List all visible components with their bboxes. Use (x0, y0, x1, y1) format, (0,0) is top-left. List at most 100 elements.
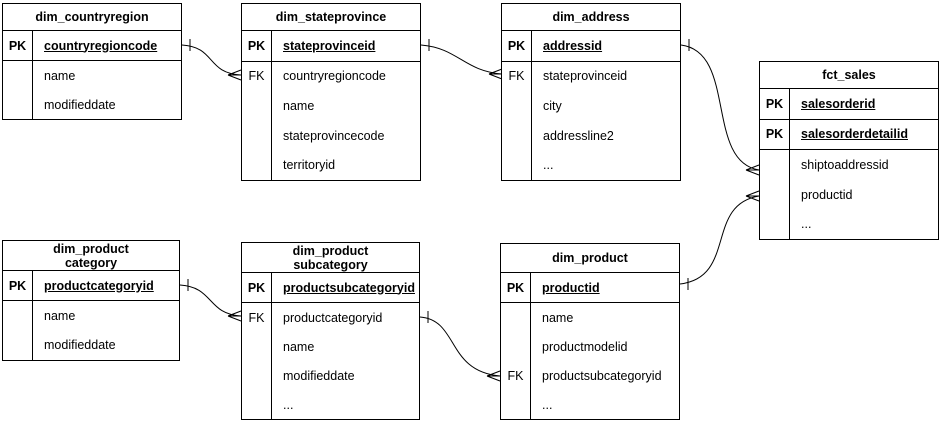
edge-productsubcategory-product[interactable] (419, 311, 501, 382)
table-row: PK productid (501, 273, 679, 303)
field-name: countryregioncode (44, 38, 158, 53)
field-name: modifieddate (44, 338, 116, 353)
key-label: PK (242, 273, 272, 302)
field-name: territoryid (283, 158, 336, 173)
table-row: addressline2 (502, 120, 680, 151)
table-fct-sales[interactable]: fct_sales PK salesorderid PK salesorderd… (759, 61, 939, 240)
key-label (501, 303, 531, 332)
table-row: ... (502, 150, 680, 180)
table-title: fct_sales (760, 62, 938, 89)
table-row: modifieddate (242, 361, 419, 390)
key-label (760, 209, 790, 239)
key-label: PK (760, 89, 790, 119)
field-name: stateprovincecode (283, 128, 385, 143)
key-label: FK (501, 361, 531, 390)
edge-productcategory-productsubcategory[interactable] (179, 279, 242, 322)
field-name: salesorderid (801, 96, 876, 111)
table-title: dim_product subcategory (242, 243, 419, 273)
table-row: territoryid (242, 150, 420, 180)
table-row: name (3, 61, 181, 90)
key-label: PK (3, 271, 33, 301)
field-name: stateprovinceid (543, 69, 628, 84)
edge-product-fctsales[interactable] (679, 190, 760, 290)
field-name: addressline2 (543, 128, 614, 143)
key-label: FK (242, 303, 272, 332)
key-label: PK (502, 31, 532, 61)
table-row: FK productsubcategoryid (501, 361, 679, 390)
key-label: PK (501, 273, 531, 302)
field-name: name (44, 68, 76, 83)
field-name: name (44, 308, 76, 323)
key-label (502, 150, 532, 180)
field-name: productsubcategoryid (283, 280, 415, 295)
edge-stateprovince-address[interactable] (420, 39, 503, 80)
table-dim-stateprovince[interactable]: dim_stateprovince PK stateprovinceid FK … (241, 3, 421, 181)
key-label: FK (502, 61, 532, 92)
field-name: productid (542, 280, 600, 295)
table-title: dim_product (501, 244, 679, 273)
field-name: modifieddate (283, 368, 355, 383)
table-row: FK productcategoryid (242, 303, 419, 332)
table-row: ... (501, 390, 679, 419)
key-label (242, 390, 272, 419)
field-name: ... (543, 158, 554, 173)
key-label (760, 150, 790, 180)
table-row: PK stateprovinceid (242, 31, 420, 62)
table-title: dim_countryregion (3, 4, 181, 31)
table-row: PK addressid (502, 31, 680, 62)
table-row: city (502, 91, 680, 121)
table-row: ... (242, 390, 419, 419)
table-dim-countryregion[interactable]: dim_countryregion PK countryregioncode n… (2, 3, 182, 120)
table-row: modifieddate (3, 330, 179, 360)
field-name: productsubcategoryid (542, 368, 662, 383)
table-row: FK countryregioncode (242, 61, 420, 92)
table-row: PK salesorderdetailid (760, 119, 938, 151)
key-label (242, 120, 272, 151)
table-row: name (242, 332, 419, 361)
table-row: PK productcategoryid (3, 271, 179, 302)
table-row: PK countryregioncode (3, 31, 181, 61)
key-label (242, 91, 272, 121)
field-name: ... (542, 397, 553, 412)
field-name: modifieddate (44, 97, 116, 112)
key-label (502, 91, 532, 121)
table-row: name (3, 301, 179, 331)
field-name: shiptoaddressid (801, 157, 889, 172)
field-name: addressid (543, 38, 603, 53)
table-row: productmodelid (501, 332, 679, 361)
table-dim-address[interactable]: dim_address PK addressid FK stateprovinc… (501, 3, 681, 181)
table-row: ... (760, 209, 938, 239)
field-name: name (283, 339, 315, 354)
edge-countryregion-stateprovince[interactable] (181, 39, 242, 81)
key-label (760, 179, 790, 210)
table-row: shiptoaddressid (760, 150, 938, 180)
key-label (501, 332, 531, 361)
table-row: name (242, 91, 420, 121)
field-name: productid (801, 187, 853, 202)
key-label (3, 330, 33, 360)
table-title: dim_address (502, 4, 680, 31)
key-label (3, 301, 33, 331)
field-name: name (542, 310, 574, 325)
table-dim-product-category[interactable]: dim_product category PK productcategoryi… (2, 240, 180, 361)
key-label (242, 150, 272, 180)
table-dim-product-subcategory[interactable]: dim_product subcategory PK productsubcat… (241, 242, 420, 420)
key-label (3, 61, 33, 90)
table-row: FK stateprovinceid (502, 61, 680, 92)
table-row: productid (760, 179, 938, 210)
field-name: productmodelid (542, 339, 628, 354)
field-name: ... (283, 397, 294, 412)
field-name: productcategoryid (283, 310, 383, 325)
field-name: countryregioncode (283, 69, 386, 84)
key-label (502, 120, 532, 151)
key-label (242, 332, 272, 361)
table-row: PK salesorderid (760, 89, 938, 120)
key-label: PK (760, 119, 790, 150)
table-row: stateprovincecode (242, 120, 420, 151)
field-name: ... (801, 217, 812, 232)
table-dim-product[interactable]: dim_product PK productid name productmod… (500, 243, 680, 420)
table-row: PK productsubcategoryid (242, 273, 419, 303)
key-label (242, 361, 272, 390)
edge-address-fctsales[interactable] (680, 39, 760, 176)
table-title: dim_product category (3, 241, 179, 271)
